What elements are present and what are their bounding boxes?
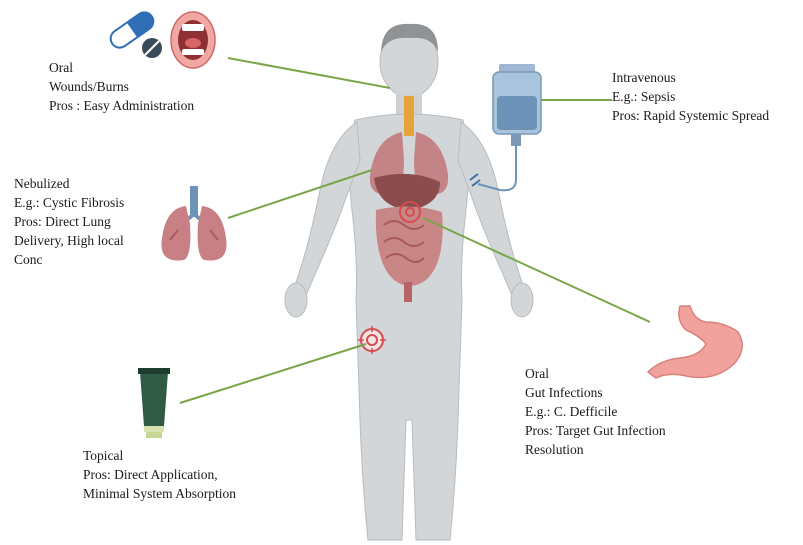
- intravenous-line: Pros: Rapid Systemic Spread: [612, 106, 769, 125]
- topical-line: Topical: [83, 446, 236, 465]
- nebulized-line: Nebulized: [14, 174, 124, 193]
- oral-wounds-label: Oral Wounds/Burns Pros : Easy Administra…: [49, 58, 194, 115]
- oral-wounds-line: Oral: [49, 58, 194, 77]
- oral-gut-line: Pros: Target Gut Infection: [525, 421, 666, 440]
- oral-wounds-line: Wounds/Burns: [49, 77, 194, 96]
- oral-gut-label: Oral Gut Infections E.g.: C. Defficile P…: [525, 364, 666, 459]
- intravenous-label: Intravenous E.g.: Sepsis Pros: Rapid Sys…: [612, 68, 769, 125]
- nebulized-line: Delivery, High local: [14, 231, 124, 250]
- oral-wounds-line: Pros : Easy Administration: [49, 96, 194, 115]
- topical-line: Pros: Direct Application,: [83, 465, 236, 484]
- intravenous-line: Intravenous: [612, 68, 769, 87]
- oral-gut-line: Resolution: [525, 440, 666, 459]
- ointment-tube-icon: [138, 368, 170, 438]
- topical-label: Topical Pros: Direct Application, Minima…: [83, 446, 236, 503]
- nebulized-line: Conc: [14, 250, 124, 269]
- nebulized-line: E.g.: Cystic Fibrosis: [14, 193, 124, 212]
- nebulized-line: Pros: Direct Lung: [14, 212, 124, 231]
- oral-gut-line: Oral: [525, 364, 666, 383]
- oral-gut-line: E.g.: C. Defficile: [525, 402, 666, 421]
- oral-gut-line: Gut Infections: [525, 383, 666, 402]
- lungs-icon: [161, 186, 226, 261]
- topical-line: Minimal System Absorption: [83, 484, 236, 503]
- pill-capsule-icon: [107, 9, 162, 58]
- nebulized-label: Nebulized E.g.: Cystic Fibrosis Pros: Di…: [14, 174, 124, 269]
- intravenous-line: E.g.: Sepsis: [612, 87, 769, 106]
